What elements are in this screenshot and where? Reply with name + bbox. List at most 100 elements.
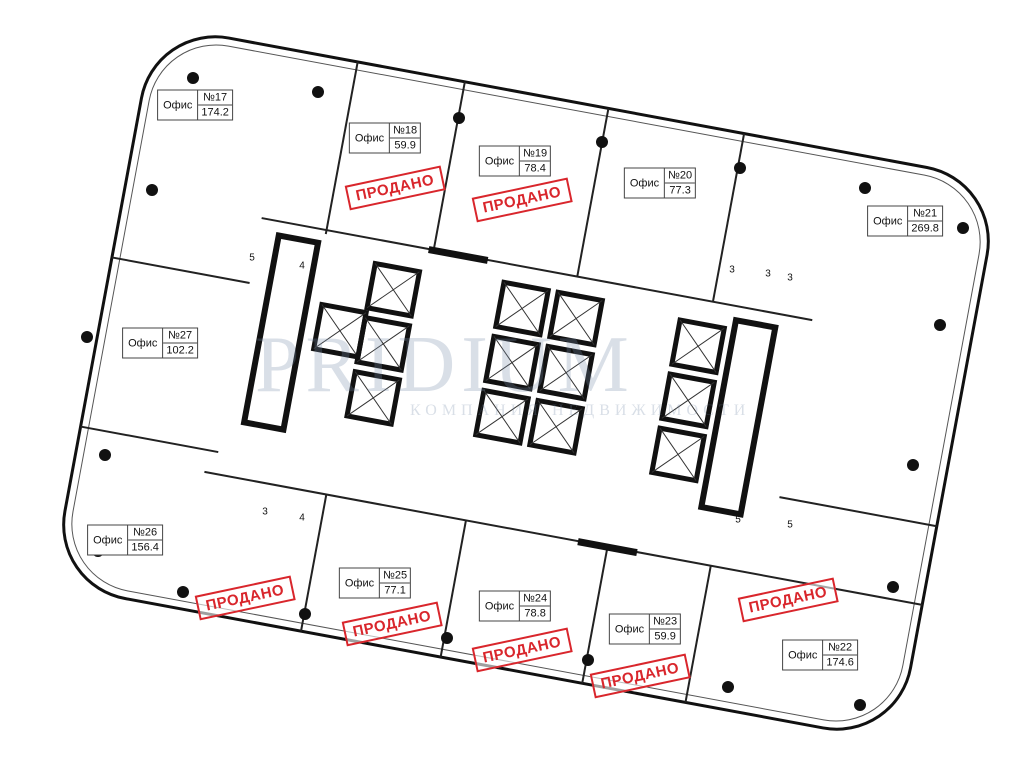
column (453, 112, 465, 124)
column (177, 586, 189, 598)
elevator-cross (495, 282, 549, 336)
column (734, 162, 746, 174)
column (312, 86, 324, 98)
elevator-cross (539, 346, 593, 400)
room-number: 3 (787, 272, 793, 284)
office-number: №26 (128, 526, 162, 541)
office-word: Офис (610, 614, 651, 644)
column (722, 681, 734, 693)
column (441, 632, 453, 644)
column (299, 608, 311, 620)
office-area: 174.2 (201, 106, 229, 119)
office-word: Офис (88, 525, 129, 555)
office-area: 59.9 (394, 139, 416, 152)
office-word: Офис (350, 123, 391, 153)
column (99, 449, 111, 461)
room-number: 5 (249, 252, 255, 264)
office-area: 78.4 (524, 162, 546, 175)
elevator-shaft (364, 260, 423, 319)
room-number: 4 (299, 260, 305, 272)
elevator-shaft (546, 289, 606, 348)
elevator-shaft (472, 387, 532, 446)
room-number: 5 (735, 514, 741, 526)
room-number: 3 (262, 506, 268, 518)
elevator-shaft (492, 279, 552, 338)
elevator-cross (475, 390, 529, 444)
elevator-cross (529, 400, 583, 454)
column (596, 136, 608, 148)
elevator-cross (661, 373, 715, 427)
room-number: 4 (299, 512, 305, 524)
office-area: 174.6 (826, 656, 854, 669)
elevator-cross (485, 336, 539, 390)
elevator-shaft (526, 397, 586, 456)
office-number: №19 (520, 147, 551, 162)
office-word: Офис (123, 328, 164, 358)
column (907, 459, 919, 471)
office-number: №27 (163, 329, 197, 344)
room-number: 3 (729, 264, 735, 276)
office-number: №20 (665, 169, 696, 184)
elevator-cross (366, 263, 420, 317)
office-number: №17 (198, 91, 232, 106)
office-number: №21 (908, 207, 942, 222)
elevator-shaft (482, 333, 542, 392)
room-number: 3 (765, 268, 771, 280)
office-word: Офис (625, 168, 666, 198)
elevator-cross (356, 317, 410, 371)
elevator-cross (313, 304, 367, 358)
office-word: Офис (158, 90, 199, 120)
office-area: 269.8 (911, 222, 939, 235)
elevator-shaft (658, 371, 718, 430)
partitions (80, 61, 937, 703)
office-number: №24 (520, 592, 551, 607)
office-number: №23 (650, 615, 681, 630)
office-area: 59.9 (654, 630, 676, 643)
office-area: 102.2 (166, 344, 194, 357)
stairwell (240, 231, 322, 434)
column (934, 319, 946, 331)
office-area: 77.3 (669, 184, 691, 197)
building-core (240, 231, 779, 557)
room-number: 5 (787, 519, 793, 531)
office-word: Офис (480, 591, 521, 621)
column (887, 581, 899, 593)
elevator-shaft (536, 343, 596, 402)
column (957, 222, 969, 234)
wall-segment (428, 246, 489, 264)
column (582, 654, 594, 666)
column (859, 182, 871, 194)
office-area: 78.8 (524, 607, 546, 620)
elevator-shaft (354, 314, 413, 373)
office-area: 77.1 (384, 584, 406, 597)
office-number: №25 (380, 569, 411, 584)
column (187, 72, 199, 84)
elevator-cross (346, 371, 400, 425)
column (854, 699, 866, 711)
wall-segment (577, 538, 638, 557)
office-number: №22 (823, 641, 857, 656)
office-word: Офис (868, 206, 909, 236)
office-word: Офис (783, 640, 824, 670)
elevator-shaft (344, 368, 403, 428)
elevator-cross (549, 292, 603, 346)
column (81, 331, 93, 343)
office-word: Офис (480, 146, 521, 176)
elevator-cross (651, 427, 705, 481)
elevator-shaft (668, 317, 728, 376)
column (146, 184, 158, 196)
office-area: 156.4 (131, 541, 159, 554)
office-number: №18 (390, 124, 421, 139)
